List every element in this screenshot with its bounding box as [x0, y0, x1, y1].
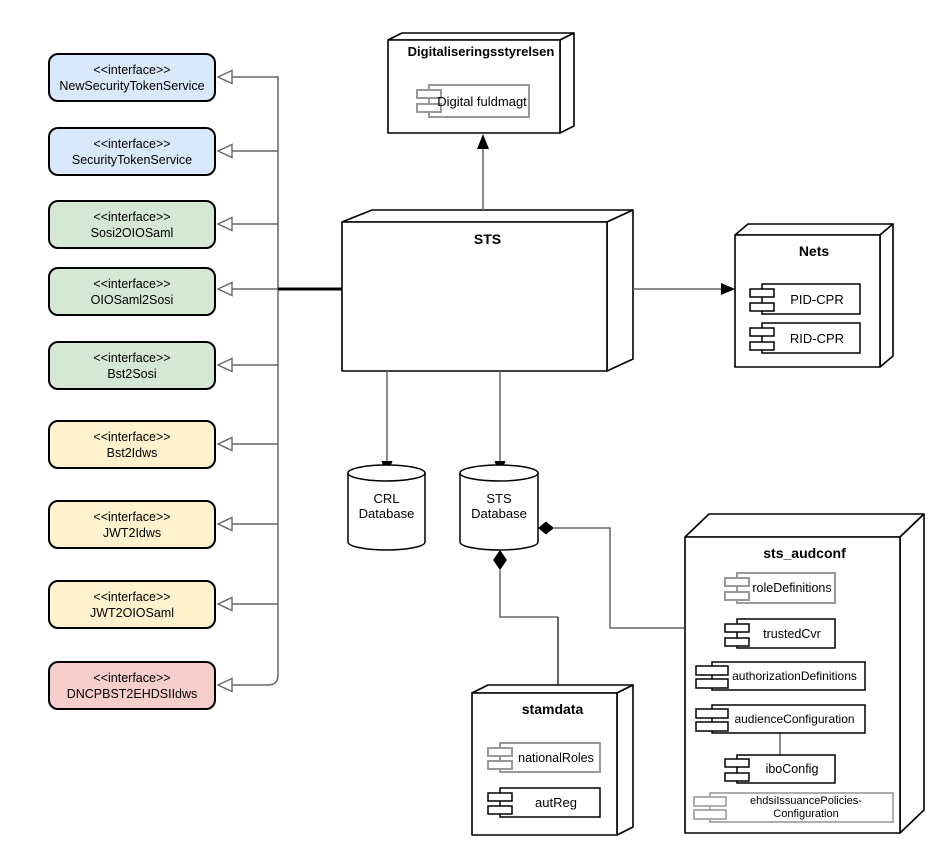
sts-database-label: STS Database — [460, 491, 538, 521]
realization-connectors — [232, 76, 279, 686]
interface-name: Sosi2OIOSaml — [90, 225, 174, 240]
composition-diamond-icon — [493, 550, 507, 570]
generalization-arrow-icon — [216, 69, 233, 85]
interface-stereotype: <<interface>> — [93, 350, 171, 365]
composition-connectors — [493, 521, 684, 692]
interface-stereotype: <<interface>> — [93, 509, 171, 524]
aut-reg-component-icon — [487, 787, 601, 818]
generalization-arrow-icon — [216, 436, 233, 452]
generalization-arrow-icon — [216, 216, 233, 232]
authorization-definitions-component-icon — [695, 661, 866, 691]
interface-bst2sosi: <<interface>> Bst2Sosi — [48, 341, 216, 390]
ibo-config-label: iboConfig — [765, 762, 819, 776]
role-definitions-component-icon — [724, 572, 836, 604]
digitaliseringsstyrelsen-node-shape — [387, 32, 575, 134]
interface-jwt2idws: <<interface>> JWT2Idws — [48, 500, 216, 549]
interface-name: Bst2Sosi — [107, 366, 157, 381]
digital-fuldmagt-component-icon — [416, 84, 530, 118]
ibo-config-component-icon — [724, 754, 836, 784]
interface-name: Bst2Idws — [106, 445, 158, 460]
audience-configuration-label: audienceConfiguration — [734, 712, 855, 726]
hollow-arrowheads — [216, 69, 233, 693]
interface-name: OIOSaml2Sosi — [90, 292, 174, 307]
rid-cpr-component-icon — [749, 322, 861, 354]
rid-cpr-label: RID-CPR — [789, 330, 845, 346]
trusted-cvr-label: trustedCvr — [763, 626, 821, 641]
sts-title: STS — [473, 231, 502, 247]
db-label-line2: Database — [471, 506, 527, 521]
sts-node-shape — [341, 209, 634, 372]
interface-name: NewSecurityTokenService — [59, 78, 205, 93]
digitaliseringsstyrelsen-title: Digitaliseringsstyrelsen — [407, 43, 555, 59]
arrowhead-icon — [477, 134, 489, 149]
interface-security-token-service: <<interface>> SecurityTokenService — [48, 127, 216, 176]
interface-stereotype: <<interface>> — [93, 589, 171, 604]
interface-jwt2oiosaml: <<interface>> JWT2OIOSaml — [48, 580, 216, 629]
interface-name: DNCPBST2EHDSIIdws — [66, 686, 198, 701]
national-roles-component-icon — [487, 742, 601, 773]
interface-sosi2oiosaml: <<interface>> Sosi2OIOSaml — [48, 200, 216, 249]
interface-stereotype: <<interface>> — [93, 670, 171, 685]
generalization-arrow-icon — [216, 143, 233, 159]
national-roles-label: nationalRoles — [518, 750, 594, 765]
generalization-arrow-icon — [216, 516, 233, 532]
pid-cpr-component-icon — [749, 283, 861, 315]
interface-name: SecurityTokenService — [71, 152, 193, 167]
trunk-line — [232, 76, 279, 686]
interface-stereotype: <<interface>> — [93, 429, 171, 444]
audience-configuration-component-icon — [695, 704, 866, 734]
interface-oiosaml2sosi: <<interface>> OIOSaml2Sosi — [48, 267, 216, 316]
interface-dncpbst2ehdsiidws: <<interface>> DNCPBST2EHDSIIdws — [48, 661, 216, 710]
role-definitions-label: roleDefinitions — [752, 581, 832, 595]
db-label-line1: STS — [486, 491, 512, 506]
db-label-line1: CRL — [373, 491, 400, 506]
crl-database-label: CRL Database — [348, 491, 425, 521]
interface-stereotype: <<interface>> — [93, 136, 171, 151]
interface-stereotype: <<interface>> — [93, 62, 171, 77]
digital-fuldmagt-label: Digital fuldmagt — [437, 93, 527, 109]
ehdsi-issuance-policies-component-icon — [693, 792, 894, 823]
generalization-arrow-icon — [216, 281, 233, 297]
ehdsi-issuance-policies-label: ehdsiIssuancePolicies-Configuration — [750, 794, 862, 820]
composition-diamond-icon — [538, 521, 554, 535]
nets-title: Nets — [798, 243, 830, 259]
generalization-arrow-icon — [216, 596, 233, 612]
generalization-arrow-icon — [216, 357, 233, 373]
interface-stereotype: <<interface>> — [93, 276, 171, 291]
interface-name: JWT2OIOSaml — [89, 605, 175, 620]
sts-database-to-sts-audconf-line — [554, 527, 684, 629]
db-label-line2: Database — [358, 506, 415, 521]
arrowhead-icon — [721, 283, 735, 295]
interface-new-security-token-service: <<interface>> NewSecurityTokenService — [48, 53, 216, 102]
generalization-arrow-icon — [216, 677, 233, 693]
trusted-cvr-component-icon — [724, 618, 836, 649]
crl-database-cylinder — [347, 464, 426, 551]
pid-cpr-label: PID-CPR — [790, 291, 844, 307]
sts-database-to-stamdata-line — [499, 570, 558, 618]
aut-reg-label: autReg — [535, 795, 577, 810]
sts-audconf-title: sts_audconf — [763, 545, 846, 561]
interface-bst2idws: <<interface>> Bst2Idws — [48, 420, 216, 469]
stamdata-title: stamdata — [521, 701, 584, 717]
authorization-definitions-label: authorizationDefinitions — [732, 669, 857, 683]
interface-stereotype: <<interface>> — [93, 209, 171, 224]
sts-database-cylinder — [459, 464, 539, 551]
interface-name: JWT2Idws — [102, 525, 162, 540]
